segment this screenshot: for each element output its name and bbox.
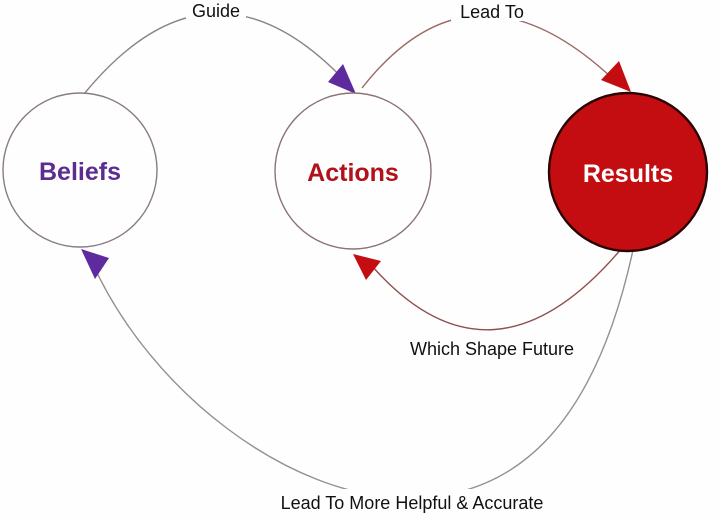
arrowhead-into-actions-bottom-icon xyxy=(353,254,381,280)
node-actions-label: Actions xyxy=(307,159,399,187)
edge-guide-label: Guide xyxy=(192,1,240,21)
edge-lead-to-label-bg xyxy=(451,1,533,21)
edge-lead-to-label: Lead To xyxy=(460,2,524,22)
edge-lead-to-more-helpful-path xyxy=(91,249,634,499)
edge-lead-to-more-helpful-label: Lead To More Helpful & Accurate xyxy=(281,493,544,513)
node-actions-circle xyxy=(275,93,431,249)
edge-lead-to-path xyxy=(361,14,613,89)
arrowhead-into-results-top-icon xyxy=(601,61,631,92)
node-actions-border xyxy=(274,92,432,250)
edge-lead-to-more-helpful-label-bg xyxy=(262,489,562,515)
edge-which-shape-future-label: Which Shape Future xyxy=(410,339,574,359)
node-results-label: Results xyxy=(583,160,673,188)
edge-which-shape-future-label-bg xyxy=(398,336,586,360)
arrowhead-into-beliefs-bottom-icon xyxy=(81,249,109,279)
node-beliefs-border xyxy=(2,92,158,248)
edge-guide-path xyxy=(83,12,349,95)
node-beliefs-label: Beliefs xyxy=(39,158,121,186)
arrowhead-into-actions-top-icon xyxy=(328,64,356,94)
node-results-border xyxy=(547,91,709,253)
edge-which-shape-future-path xyxy=(371,247,623,331)
node-beliefs-circle xyxy=(3,93,157,247)
edge-guide-label-bg xyxy=(186,1,246,21)
node-results-circle xyxy=(549,93,707,251)
